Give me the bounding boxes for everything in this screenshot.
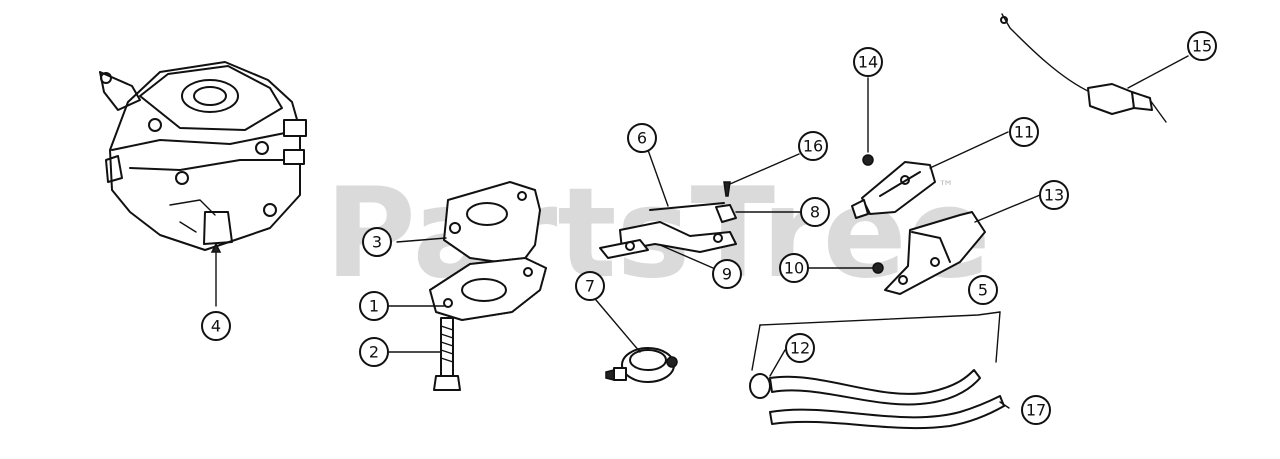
callout-3: 3	[362, 227, 392, 257]
svg-text:16: 16	[803, 137, 823, 156]
callout-12: 12	[785, 333, 815, 363]
svg-text:9: 9	[722, 265, 732, 284]
svg-text:3: 3	[372, 233, 382, 252]
svg-text:14: 14	[858, 53, 878, 72]
callout-11: 11	[1009, 117, 1039, 147]
gasket-part	[388, 257, 547, 321]
carburetor-part	[99, 61, 307, 307]
svg-text:6: 6	[637, 129, 647, 148]
svg-text:17: 17	[1026, 401, 1046, 420]
callout-8: 8	[800, 197, 830, 227]
bracket-part	[808, 194, 1041, 295]
svg-text:12: 12	[790, 339, 810, 358]
svg-text:7: 7	[585, 277, 595, 296]
callout-5: 5	[968, 275, 998, 305]
svg-text:10: 10	[784, 259, 804, 278]
cable-sensor-part	[1000, 13, 1189, 123]
cover-part	[851, 77, 1009, 219]
vacuum-cap-part	[595, 299, 678, 383]
callout-17: 17	[1021, 395, 1051, 425]
svg-text:13: 13	[1044, 186, 1064, 205]
linkage-part	[599, 149, 801, 269]
svg-text:11: 11	[1014, 123, 1034, 142]
watermark-trademark: ™	[938, 177, 954, 196]
callout-2: 2	[359, 337, 389, 367]
svg-text:5: 5	[978, 281, 988, 300]
callout-7: 7	[575, 271, 605, 301]
callout-13: 13	[1039, 180, 1069, 210]
callout-14: 14	[853, 47, 883, 77]
hoses-part	[749, 311, 1010, 430]
svg-text:15: 15	[1192, 37, 1212, 56]
callout-6: 6	[627, 123, 657, 153]
callout-1: 1	[359, 291, 389, 321]
bolt-part	[388, 317, 461, 391]
svg-text:1: 1	[369, 297, 379, 316]
svg-text:8: 8	[810, 203, 820, 222]
svg-text:4: 4	[211, 317, 221, 336]
callout-4: 4	[201, 311, 231, 341]
callout-15: 15	[1187, 31, 1217, 61]
callout-10: 10	[779, 253, 809, 283]
spacer-part	[396, 181, 541, 266]
svg-text:2: 2	[369, 343, 379, 362]
callout-16: 16	[798, 131, 828, 161]
callout-9: 9	[712, 259, 742, 289]
